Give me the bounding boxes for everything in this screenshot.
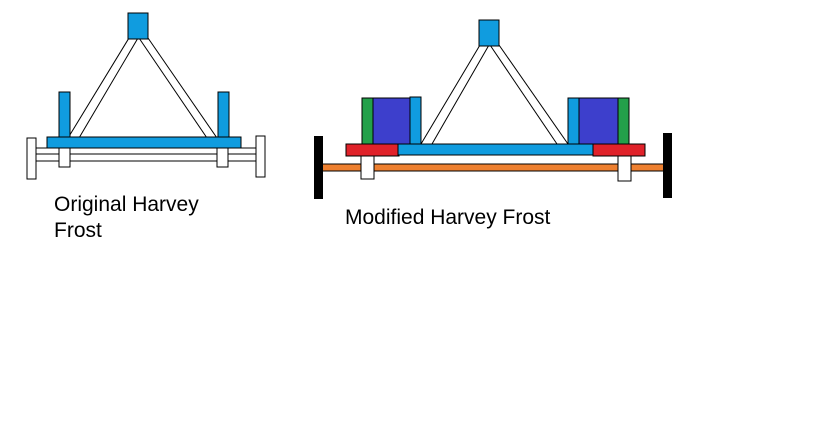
modified-harvey-frost	[314, 19, 672, 199]
caption-original-line-1: Original Harvey	[54, 193, 199, 216]
modified-right-weight	[578, 97, 619, 145]
modified-right-green-plate	[617, 97, 630, 145]
modified-left-green-plate	[361, 97, 374, 145]
modified-base-bar	[397, 143, 595, 156]
modified-right-upright	[567, 97, 580, 146]
modified-left-red-pad	[345, 143, 400, 157]
original-base-bar	[46, 136, 242, 149]
caption-original-line-2: Frost	[54, 219, 102, 242]
original-apex-block	[127, 12, 149, 40]
modified-apex-block	[478, 19, 500, 47]
caption-original: Original Harvey Frost	[54, 192, 199, 244]
original-a-frame	[67, 37, 218, 139]
modified-left-weight	[372, 97, 411, 145]
modified-right-red-pad	[592, 143, 646, 157]
original-right-upright	[217, 91, 230, 139]
caption-modified: Modified Harvey Frost	[345, 206, 551, 229]
modified-left-upright	[409, 96, 422, 146]
original-right-wheel	[255, 135, 266, 178]
modified-a-frame	[420, 44, 569, 145]
original-left-wheel	[26, 137, 37, 180]
modified-right-wheel	[663, 133, 672, 198]
original-left-upright	[58, 91, 71, 139]
original-harvey-frost	[26, 12, 266, 180]
modified-left-wheel	[314, 136, 323, 199]
